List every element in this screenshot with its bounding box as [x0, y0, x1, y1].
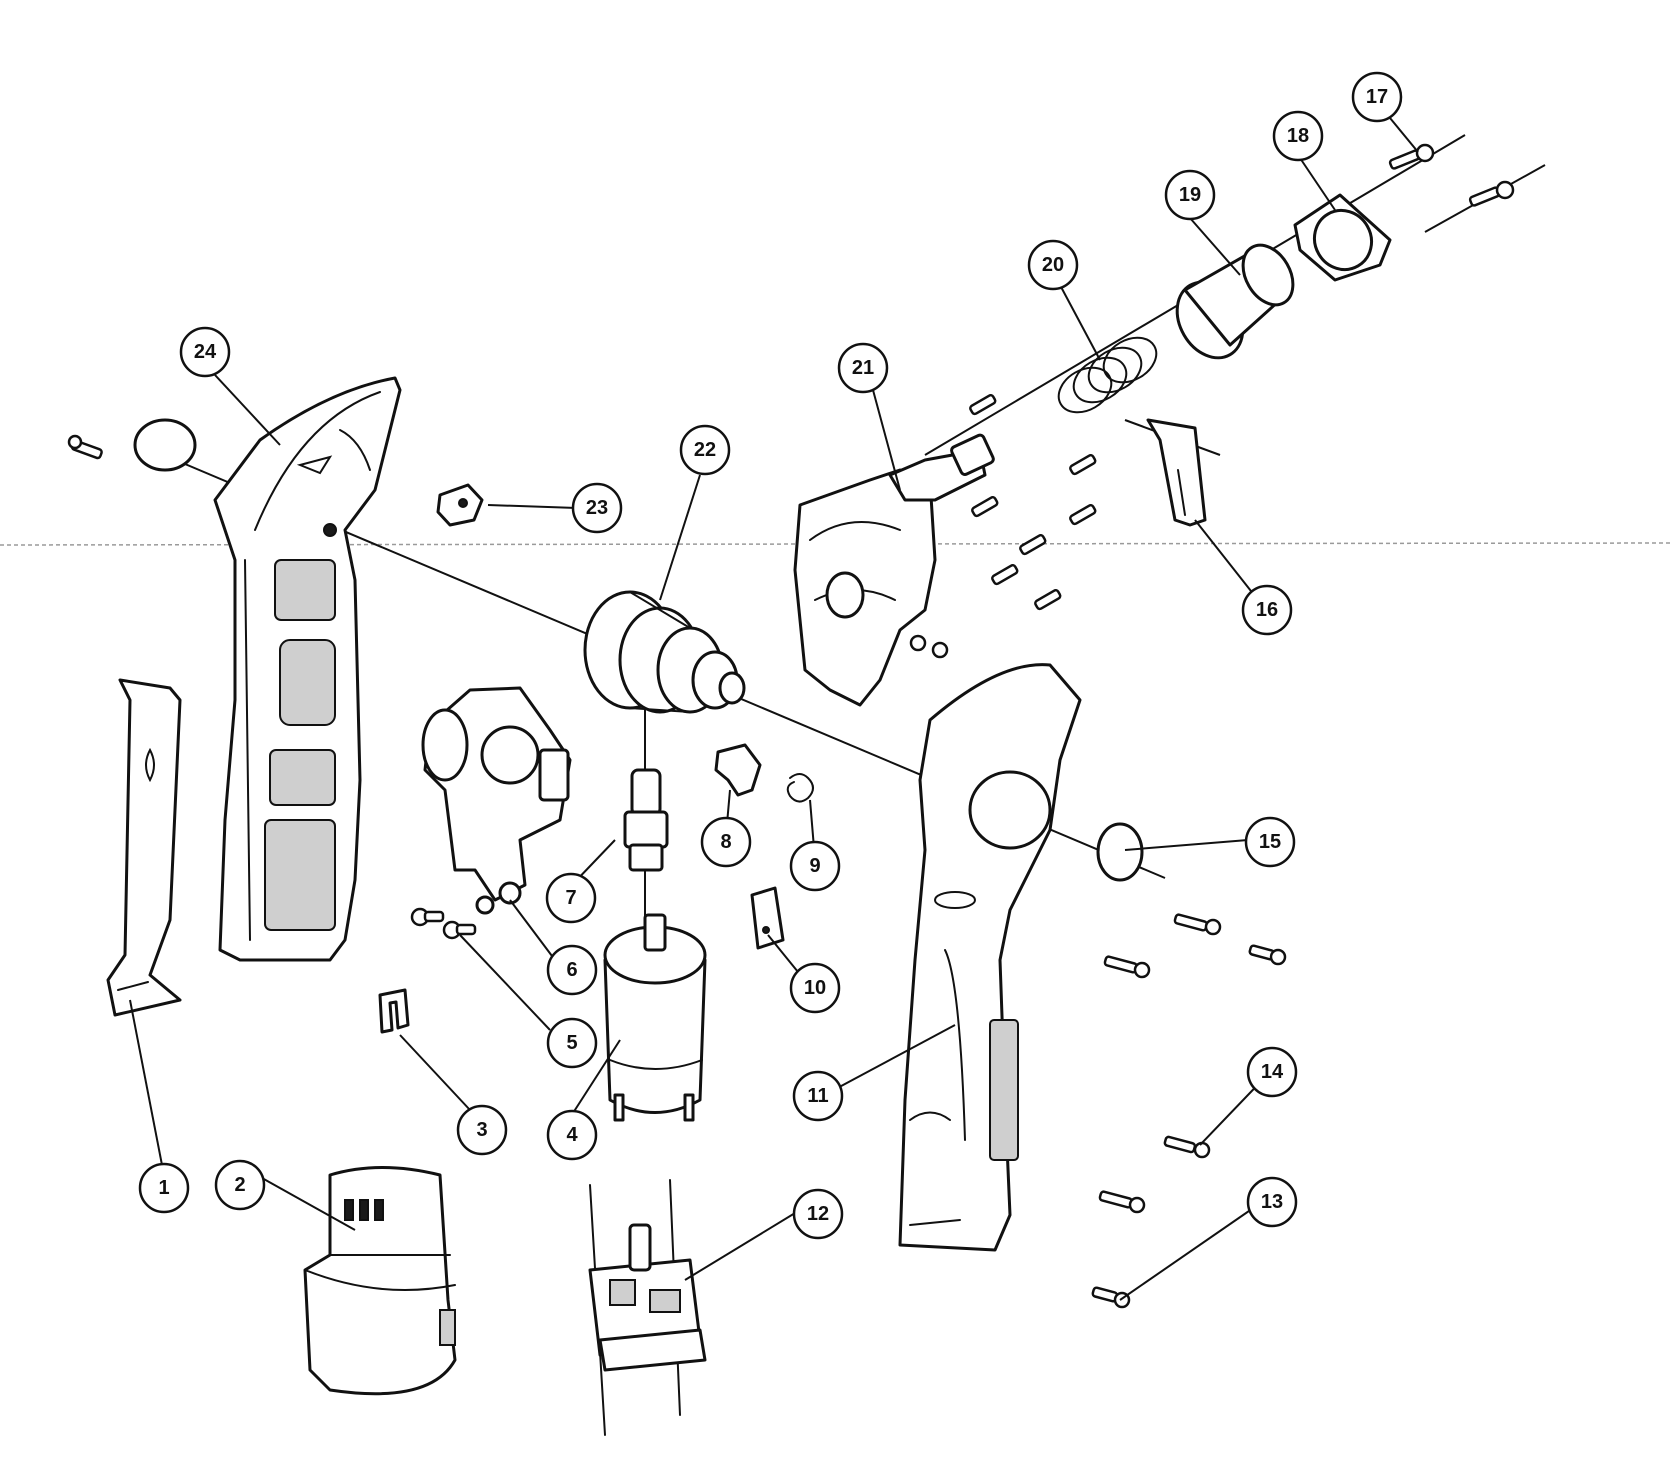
callout-9: 9 [789, 840, 841, 892]
callout-24: 24 [179, 326, 231, 378]
pinion-shaft-part [623, 768, 669, 872]
svg-text:5: 5 [566, 1032, 577, 1054]
motor-part [603, 913, 707, 1122]
svg-text:12: 12 [807, 1203, 829, 1225]
callout-23: 23 [571, 482, 623, 534]
badge-disc-part [133, 418, 197, 472]
screws-part-17 [1388, 143, 1515, 207]
svg-text:22: 22 [694, 439, 716, 461]
callout-16: 16 [1241, 584, 1293, 636]
svg-text:4: 4 [566, 1124, 578, 1146]
svg-text:16: 16 [1256, 599, 1278, 621]
callout-11: 11 [792, 1070, 844, 1122]
callout-6: 6 [546, 944, 598, 996]
switch-block-part [750, 886, 785, 950]
callout-5: 5 [546, 1017, 598, 1069]
direction-switch-part [436, 483, 484, 527]
callout-1: 1 [138, 1162, 190, 1214]
svg-text:17: 17 [1366, 86, 1388, 108]
svg-text:2: 2 [234, 1174, 245, 1196]
callout-14: 14 [1246, 1046, 1298, 1098]
motor-head-bracket-part [421, 686, 572, 915]
svg-text:9: 9 [809, 855, 820, 877]
svg-text:23: 23 [586, 497, 608, 519]
torsion-spring-part [786, 773, 814, 803]
svg-text:3: 3 [476, 1119, 487, 1141]
callout-19: 19 [1164, 169, 1216, 221]
sleeve-part [1175, 243, 1295, 360]
svg-text:24: 24 [194, 341, 217, 363]
svg-text:6: 6 [566, 959, 577, 981]
callout-18: 18 [1272, 110, 1324, 162]
svg-text:20: 20 [1042, 254, 1064, 276]
callout-12: 12 [792, 1188, 844, 1240]
svg-text:19: 19 [1179, 184, 1201, 206]
screw-left-housing [67, 434, 103, 460]
battery-pack-part [303, 1166, 457, 1396]
collar-flange-part [1293, 193, 1392, 282]
svg-text:18: 18 [1287, 125, 1309, 147]
screws-part-5 [410, 907, 477, 940]
side-clip-part [1146, 418, 1207, 527]
callout-8: 8 [700, 816, 752, 868]
callout-13: 13 [1246, 1176, 1298, 1228]
right-housing-half-part [898, 663, 1082, 1252]
svg-text:21: 21 [852, 357, 874, 379]
svg-text:1: 1 [158, 1177, 169, 1199]
badge-part-15 [1096, 822, 1144, 882]
callout-3: 3 [456, 1104, 508, 1156]
belt-clip-part [106, 678, 182, 1017]
callout-20: 20 [1027, 239, 1079, 291]
callout-17: 17 [1351, 71, 1403, 123]
left-housing-half-part [213, 376, 402, 962]
svg-text:10: 10 [804, 977, 826, 999]
callout-7: 7 [545, 872, 597, 924]
lock-lever-part [714, 743, 762, 797]
svg-text:7: 7 [565, 887, 576, 909]
switch-pcb-part [588, 1179, 707, 1436]
callout-4: 4 [546, 1109, 598, 1161]
callout-15: 15 [1244, 816, 1296, 868]
screws-right-housing [1091, 913, 1287, 1309]
spring-clip-part [378, 988, 410, 1034]
callout-21: 21 [837, 342, 889, 394]
svg-text:14: 14 [1261, 1061, 1284, 1083]
gearbox-part [583, 590, 746, 714]
front-housing-part [793, 433, 995, 707]
svg-text:11: 11 [807, 1085, 828, 1107]
callout-2: 2 [214, 1159, 266, 1211]
callout-22: 22 [679, 424, 731, 476]
svg-text:13: 13 [1261, 1191, 1283, 1213]
svg-text:8: 8 [720, 831, 731, 853]
callout-10: 10 [789, 962, 841, 1014]
coil-spring-part [1057, 336, 1158, 414]
svg-text:15: 15 [1259, 831, 1281, 853]
screws-front-housing [909, 394, 1097, 659]
